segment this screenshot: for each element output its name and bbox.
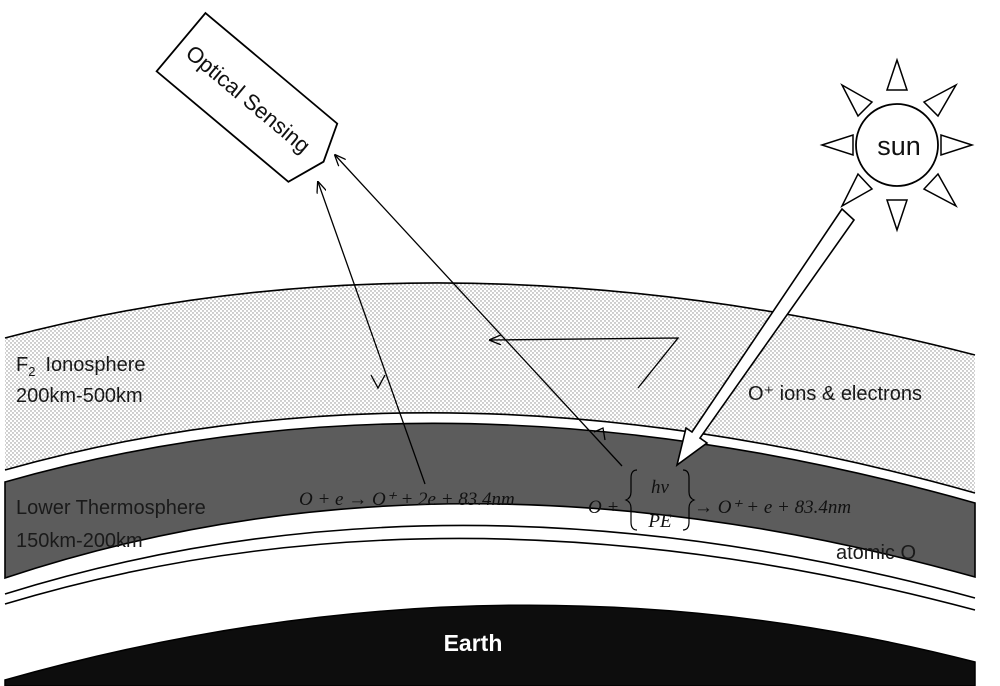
ionosphere-layer	[5, 282, 975, 493]
ionosphere-bottom-boundary	[4, 411, 976, 494]
equation-right-top: hν	[651, 477, 670, 498]
equation-right-prefix: O +	[588, 497, 619, 518]
earth-label: Earth	[444, 630, 503, 656]
thermosphere-name: Lower Thermosphere	[16, 497, 206, 519]
emission-path-left	[318, 182, 426, 485]
equation-right-bottom: PE	[647, 511, 672, 532]
reflection-path	[490, 338, 680, 389]
ionosphere-top-boundary	[4, 282, 976, 356]
ions-label: O⁺ ions & electrons	[748, 383, 922, 405]
thermosphere-layer	[4, 422, 976, 580]
mid-arrow-right	[593, 427, 606, 441]
scatter-path	[335, 155, 623, 467]
sun-icon: sun	[819, 57, 975, 233]
atomic-o-label: atomic O	[836, 542, 916, 564]
solar-radiation-arrow	[675, 207, 856, 467]
equation-left: O + e → O⁺ + 2e + 83.4nm	[299, 489, 515, 510]
lower-boundary-line-2	[4, 537, 976, 611]
earth-shape	[4, 604, 976, 686]
lower-boundary-line-1	[4, 524, 976, 599]
optical-sensing-box: Optical Sensing	[155, 11, 339, 183]
thermosphere-range: 150km-200km	[16, 530, 143, 552]
ionosphere-range: 200km-500km	[16, 385, 143, 407]
equation-right: O + hν PE → O⁺ + e + 83.4nm	[588, 469, 851, 532]
equation-right-suffix: → O⁺ + e + 83.4nm	[694, 497, 851, 518]
sun-label: sun	[877, 131, 921, 161]
mid-arrow-left	[370, 374, 386, 390]
